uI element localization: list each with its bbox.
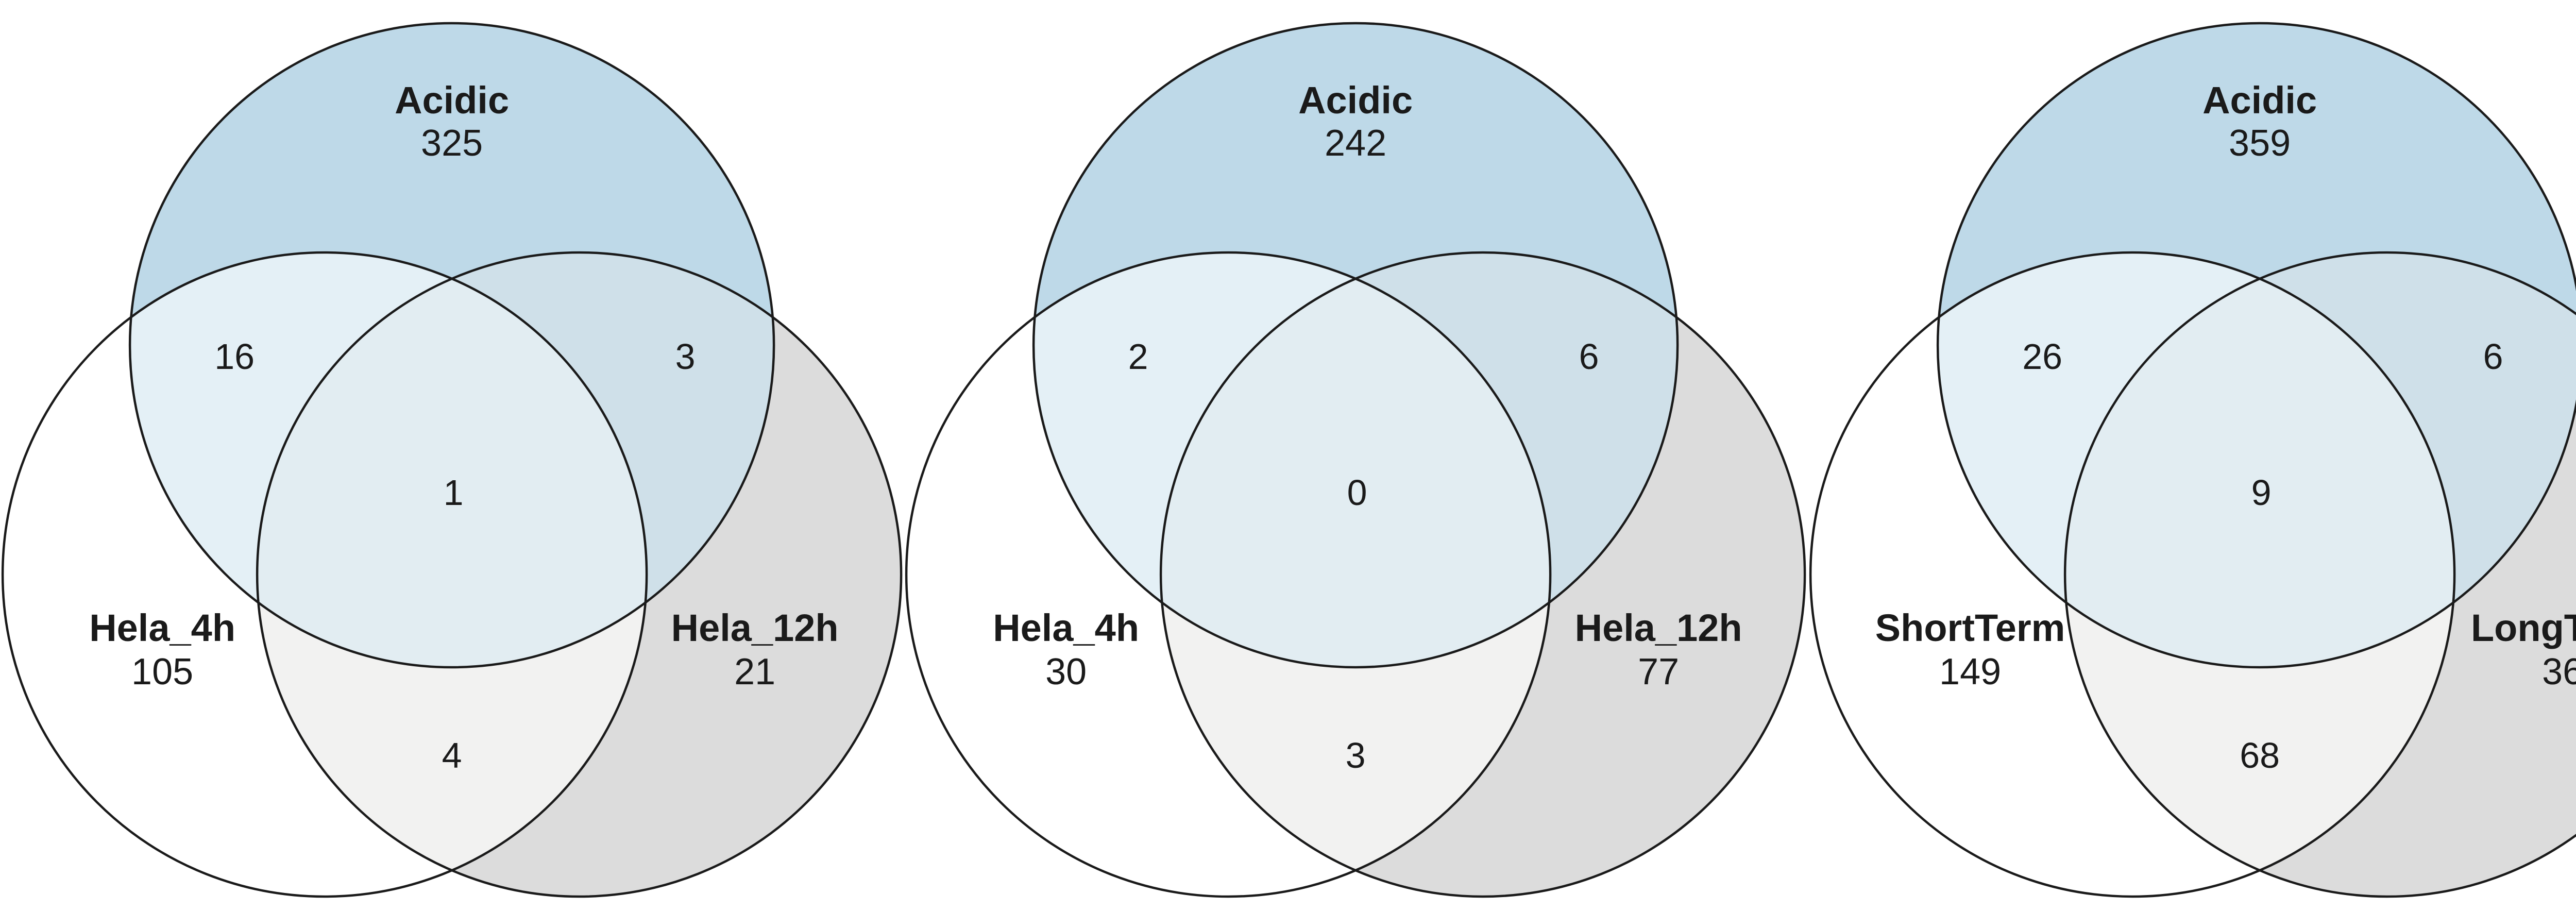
venn-svg: Acidic 325 Hela_4h 105 Hela_12h 21 16 3 … <box>1 22 903 898</box>
top-circle-outline <box>1936 22 2576 669</box>
overlap-top-right-count: 3 <box>675 336 696 377</box>
overlap-center-count: 1 <box>444 473 464 513</box>
overlap-center-region <box>1161 252 1551 667</box>
overlap-top-left-count: 2 <box>1128 336 1148 377</box>
left-set-count: 149 <box>1939 651 2001 693</box>
left-set-count: 30 <box>1045 651 1087 693</box>
overlap-top-left-count: 16 <box>214 336 255 377</box>
overlap-top-left-count: 26 <box>2022 336 2062 377</box>
top-circle-outline <box>128 22 775 669</box>
right-set-label: LongTerm <box>2470 606 2576 649</box>
overlap-left-right-count: 3 <box>1346 735 1366 775</box>
left-set-count: 105 <box>131 651 193 693</box>
overlap-center-clip-group <box>1161 252 1551 667</box>
left-set-label: ShortTerm <box>1875 606 2065 649</box>
right-circle-outline <box>256 251 903 898</box>
right-set-count: 36 <box>2542 651 2576 693</box>
left-circle-outline <box>1 251 648 898</box>
top-set-label: Acidic <box>1298 79 1413 122</box>
overlap-center-region <box>2064 252 2454 667</box>
top-set-label: Acidic <box>2202 79 2317 122</box>
right-circle-outline <box>2063 251 2576 898</box>
right-circle-outline <box>1160 251 1806 898</box>
venn-svg: Acidic 242 Hela_4h 30 Hela_12h 77 2 6 0 … <box>905 22 1806 898</box>
left-circle-outline <box>1809 251 2455 898</box>
overlap-center-region <box>257 252 647 667</box>
venn-panel: Acidic 359 ShortTerm 149 LongTerm 36 26 … <box>1808 0 2576 911</box>
overlap-center-count: 0 <box>1347 473 1367 513</box>
overlap-left-right-count: 4 <box>442 735 462 775</box>
right-set-label: Hela_12h <box>1575 606 1742 649</box>
top-set-count: 242 <box>1325 123 1386 164</box>
top-set-label: Acidic <box>395 79 509 122</box>
overlap-top-right-count: 6 <box>2483 336 2503 377</box>
overlap-left-right-count: 68 <box>2240 735 2280 775</box>
top-set-count: 325 <box>421 123 483 164</box>
right-set-count: 77 <box>1638 651 1679 693</box>
overlap-top-right-count: 6 <box>1579 336 1599 377</box>
left-set-label: Hela_4h <box>89 606 235 649</box>
overlap-center-count: 9 <box>2251 473 2271 513</box>
overlap-center-clip-group <box>257 252 647 667</box>
left-set-label: Hela_4h <box>993 606 1139 649</box>
right-set-count: 21 <box>734 651 775 693</box>
left-circle-outline <box>905 251 1552 898</box>
venn-panel: Acidic 242 Hela_4h 30 Hela_12h 77 2 6 0 … <box>904 0 1807 911</box>
venn-svg: Acidic 359 ShortTerm 149 LongTerm 36 26 … <box>1809 22 2576 898</box>
overlap-center-clip-group <box>2064 252 2454 667</box>
top-set-count: 359 <box>2229 123 2291 164</box>
right-set-label: Hela_12h <box>671 606 839 649</box>
venn-panel: Acidic 325 Hela_4h 105 Hela_12h 21 16 3 … <box>0 0 904 911</box>
top-circle-outline <box>1032 22 1679 669</box>
